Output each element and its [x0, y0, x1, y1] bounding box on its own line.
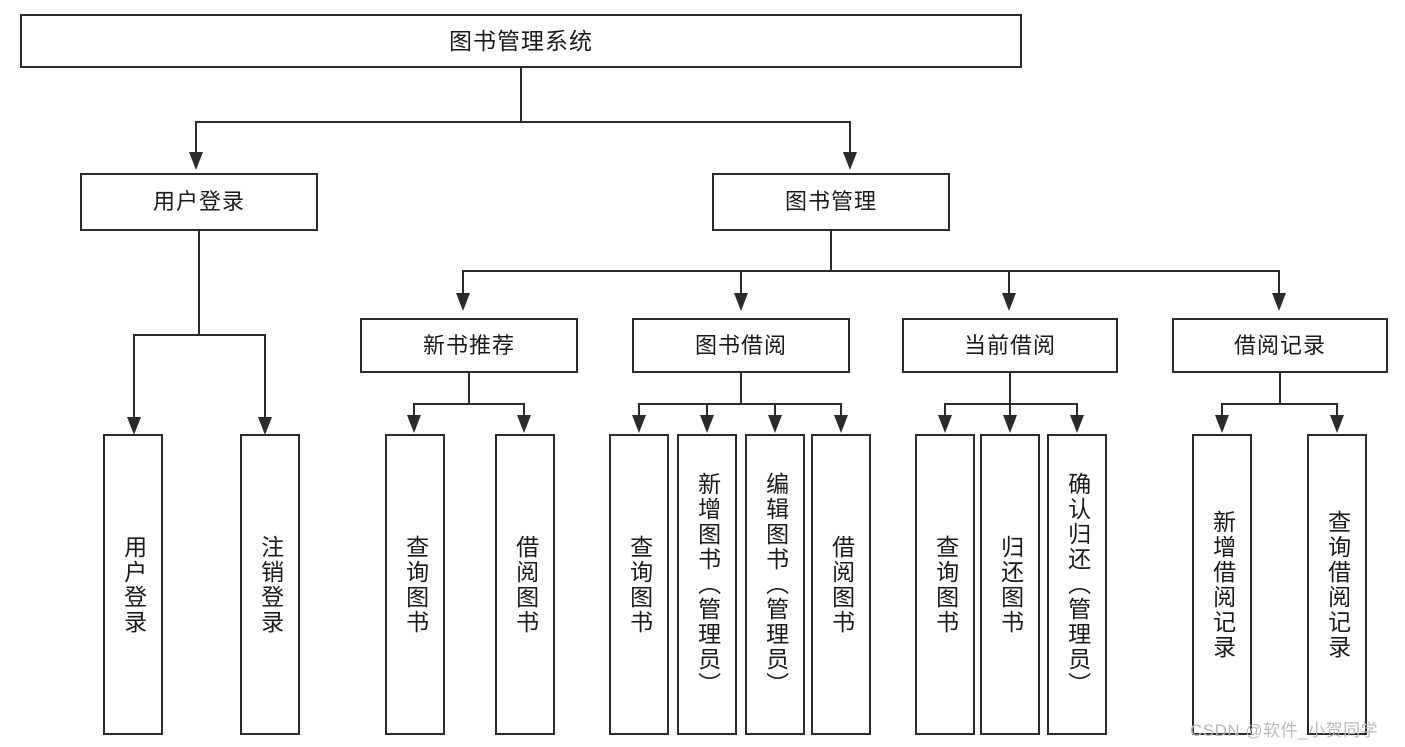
node-label: 查询图书: [932, 534, 959, 635]
node-label: 查询借阅记录: [1324, 509, 1351, 660]
connector-new-book-branch-2: [523, 403, 525, 417]
connector-book-mgmt-branch-4: [1278, 270, 1280, 294]
connector-user-login-branch-1: [133, 334, 135, 418]
arrowhead-book-borrow-leaf-4: [834, 415, 848, 433]
connector-current-borrow-branch-2: [1009, 403, 1011, 417]
node-label: 用户登录: [120, 534, 147, 635]
leaf-query-book-recommend[interactable]: 查询图书: [385, 434, 445, 735]
leaf-user-login[interactable]: 用户登录: [103, 434, 163, 735]
connector-root-stem: [520, 68, 522, 122]
arrowhead-book-borrow-leaf-2: [700, 415, 714, 433]
node-book-management[interactable]: 图书管理: [712, 173, 950, 231]
node-label: 归还图书: [997, 534, 1024, 635]
connector-book-borrow-branch-3: [774, 403, 776, 417]
leaf-confirm-return-admin[interactable]: 确认归还（管理员）: [1047, 434, 1107, 735]
connector-new-book-branch-1: [413, 403, 415, 417]
leaf-query-book-borrow[interactable]: 查询图书: [609, 434, 669, 735]
connector-book-borrow-branch-2: [706, 403, 708, 417]
arrowhead-leaf-user-login: [127, 417, 141, 435]
node-label: 确认归还（管理员）: [1064, 472, 1091, 697]
node-current-borrow[interactable]: 当前借阅: [902, 318, 1118, 373]
connector-book-mgmt-branch-3: [1008, 270, 1010, 294]
connector-book-mgmt-branch-2: [740, 270, 742, 294]
node-label: 注销登录: [257, 534, 284, 635]
node-label: 新增图书（管理员）: [694, 472, 721, 697]
node-label: 用户登录: [152, 189, 245, 214]
arrowhead-borrow-record-leaf-1: [1215, 415, 1229, 433]
node-label: 编辑图书（管理员）: [762, 472, 789, 697]
leaf-query-borrow-record[interactable]: 查询借阅记录: [1307, 434, 1367, 735]
arrowhead-new-book-leaf-1: [407, 415, 421, 433]
leaf-logout[interactable]: 注销登录: [240, 434, 300, 735]
connector-user-login-branch-2: [264, 334, 266, 418]
leaf-add-book-admin[interactable]: 新增图书（管理员）: [677, 434, 737, 735]
node-user-login[interactable]: 用户登录: [80, 173, 318, 231]
node-label: 借阅图书: [512, 534, 539, 635]
leaf-edit-book-admin[interactable]: 编辑图书（管理员）: [745, 434, 805, 735]
arrowhead-current-borrow-leaf-2: [1003, 415, 1017, 433]
arrowhead-book-borrow-leaf-1: [632, 415, 646, 433]
arrowhead-leaf-logout: [258, 417, 272, 435]
connector-book-mgmt-stem: [830, 231, 832, 271]
node-label: 借阅图书: [828, 534, 855, 635]
node-label: 查询图书: [402, 534, 429, 635]
arrowhead-book-borrow-leaf-3: [768, 415, 782, 433]
connector-book-mgmt-branch-1: [462, 270, 464, 294]
connector-root-to-book-mgmt: [849, 121, 851, 153]
leaf-add-borrow-record[interactable]: 新增借阅记录: [1192, 434, 1252, 735]
connector-current-borrow-bar: [944, 403, 1078, 405]
node-label: 当前借阅: [963, 332, 1056, 358]
arrowhead-current-borrow-leaf-3: [1070, 415, 1084, 433]
node-label: 图书管理系统: [449, 27, 593, 54]
connector-book-borrow-bar: [638, 403, 842, 405]
node-label: 借阅记录: [1233, 332, 1326, 358]
arrowhead-current-borrow-leaf-1: [938, 415, 952, 433]
arrowhead-book-borrow: [734, 293, 748, 311]
connector-current-borrow-stem: [1009, 373, 1011, 404]
arrowhead-new-book-recommend: [456, 293, 470, 311]
connector-book-borrow-branch-1: [638, 403, 640, 417]
connector-book-borrow-stem: [740, 373, 742, 404]
connector-root-bar: [195, 121, 851, 123]
leaf-borrow-book[interactable]: 借阅图书: [811, 434, 871, 735]
node-borrow-record[interactable]: 借阅记录: [1172, 318, 1388, 373]
connector-new-book-stem: [468, 373, 470, 404]
connector-borrow-record-stem: [1279, 373, 1281, 404]
node-label: 图书管理: [784, 189, 877, 214]
arrowhead-new-book-leaf-2: [517, 415, 531, 433]
connector-book-borrow-branch-4: [840, 403, 842, 417]
connector-root-to-user-login: [195, 121, 197, 153]
node-new-book-recommend[interactable]: 新书推荐: [360, 318, 578, 373]
node-root-system[interactable]: 图书管理系统: [20, 14, 1022, 68]
node-book-borrow[interactable]: 图书借阅: [632, 318, 850, 373]
csdn-watermark: CSDN @软件_小贺同学: [1190, 721, 1379, 740]
leaf-query-book-current[interactable]: 查询图书: [915, 434, 975, 735]
node-label: 图书借阅: [694, 332, 787, 358]
node-label: 新书推荐: [422, 332, 515, 358]
connector-book-mgmt-bar: [462, 270, 1280, 272]
leaf-return-book[interactable]: 归还图书: [980, 434, 1040, 735]
connector-current-borrow-branch-1: [944, 403, 946, 417]
arrowhead-borrow-record: [1272, 293, 1286, 311]
arrowhead-current-borrow: [1002, 293, 1016, 311]
arrowhead-borrow-record-leaf-2: [1330, 415, 1344, 433]
connector-current-borrow-branch-3: [1076, 403, 1078, 417]
connector-borrow-record-branch-1: [1221, 403, 1223, 417]
leaf-borrow-book-recommend[interactable]: 借阅图书: [495, 434, 555, 735]
arrowhead-root-to-book-mgmt: [843, 152, 857, 170]
node-label: 查询图书: [626, 534, 653, 635]
node-label: 新增借阅记录: [1209, 509, 1236, 660]
connector-borrow-record-branch-2: [1336, 403, 1338, 417]
connector-user-login-stem: [198, 231, 200, 335]
connector-borrow-record-bar: [1221, 403, 1338, 405]
connector-new-book-bar: [413, 403, 525, 405]
arrowhead-root-to-user-login: [189, 152, 203, 170]
connector-user-login-bar: [133, 334, 266, 336]
